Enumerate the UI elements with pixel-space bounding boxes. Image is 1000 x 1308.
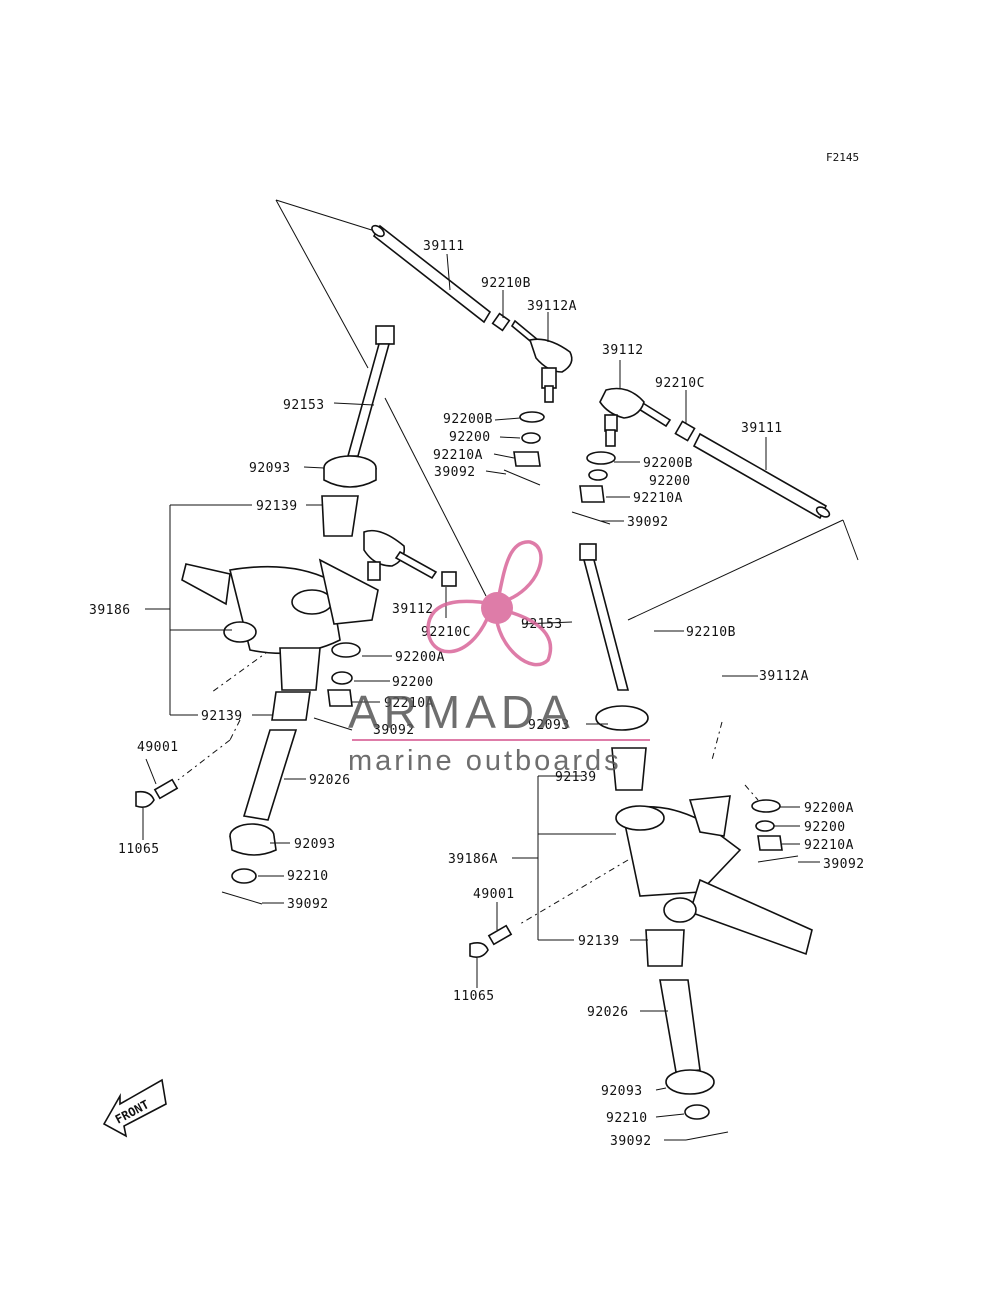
part-label: 92139 <box>555 770 597 785</box>
part-label: 92210A <box>433 448 483 463</box>
part-label: 92139 <box>201 709 243 724</box>
part-label: 39112A <box>759 669 809 684</box>
part-label: 92210B <box>686 625 736 640</box>
grease-fittings <box>135 778 513 958</box>
part-label: 92200 <box>804 820 846 835</box>
part-label: 39092 <box>287 897 329 912</box>
part-label: 39092 <box>627 515 669 530</box>
part-label: 92210A <box>633 491 683 506</box>
part-label: 92210A <box>804 838 854 853</box>
part-label: 92026 <box>587 1005 629 1020</box>
knuckle-left <box>181 558 379 905</box>
part-label: 39112 <box>602 343 644 358</box>
upper-hardware-stack <box>503 411 616 525</box>
part-label: 92139 <box>578 934 620 949</box>
part-label: 92026 <box>309 773 351 788</box>
king-pin-right <box>579 543 649 791</box>
watermark-tagline: marine outboards <box>348 745 622 777</box>
part-label: 49001 <box>137 740 179 755</box>
part-label: 92200 <box>649 474 691 489</box>
part-label: 92200B <box>643 456 693 471</box>
part-label: 92093 <box>601 1084 643 1099</box>
part-label: 39186A <box>448 852 498 867</box>
part-label: 92200 <box>449 430 491 445</box>
king-pin-left <box>321 325 395 537</box>
front-direction-arrow: FRONT <box>102 1078 167 1138</box>
part-label: 39092 <box>373 723 415 738</box>
tie-rod-end-center <box>313 529 457 731</box>
part-label: 92153 <box>283 398 325 413</box>
figure-code: F2145 <box>826 151 859 164</box>
part-label: 92210C <box>655 376 705 391</box>
tie-rod-left <box>371 224 573 403</box>
propeller-logo-icon <box>426 540 553 667</box>
assembly-outline-lines <box>177 199 859 925</box>
part-label: 92093 <box>528 718 570 733</box>
part-label: 49001 <box>473 887 515 902</box>
part-label: 11065 <box>453 989 495 1004</box>
part-label: 39111 <box>423 239 465 254</box>
part-label: 92210 <box>606 1111 648 1126</box>
part-label: 39092 <box>823 857 865 872</box>
tie-rod-right <box>599 387 831 520</box>
part-label: 11065 <box>118 842 160 857</box>
part-label: 92200 <box>392 675 434 690</box>
leader-lines <box>142 253 820 1141</box>
part-label: 92200B <box>443 412 493 427</box>
knuckle-right <box>615 795 813 1141</box>
part-label: 92200A <box>395 650 445 665</box>
part-label: 39092 <box>434 465 476 480</box>
part-label: 39186 <box>89 603 131 618</box>
part-label: 39111 <box>741 421 783 436</box>
part-label: 39092 <box>610 1134 652 1149</box>
part-label: 92210C <box>421 625 471 640</box>
part-label: 39112 <box>392 602 434 617</box>
part-label: 92093 <box>249 461 291 476</box>
part-label: 39112A <box>527 299 577 314</box>
armada-watermark: ARMADA marine outboards <box>348 540 650 777</box>
part-label: 92210B <box>481 276 531 291</box>
part-label: 92093 <box>294 837 336 852</box>
part-label: 92139 <box>256 499 298 514</box>
part-label: 92210A <box>384 696 434 711</box>
watermark-brand: ARMADA <box>348 686 575 738</box>
part-label: 92200A <box>804 801 854 816</box>
part-label: 92210 <box>287 869 329 884</box>
